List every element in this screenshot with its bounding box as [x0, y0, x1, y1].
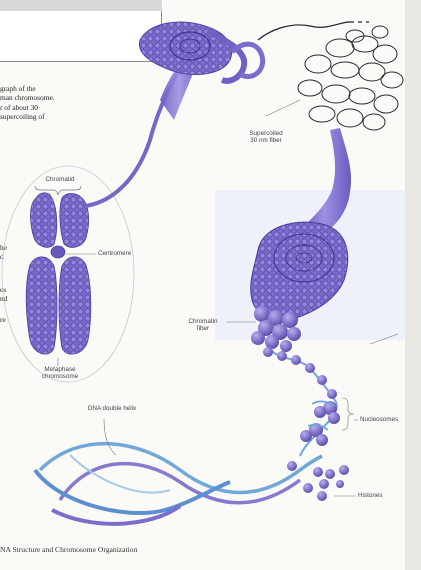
- caption-line: r of about 30: [0, 102, 38, 112]
- dna-thin-strand: [257, 21, 349, 41]
- label-supercoiled-line1: Supercoiled: [249, 130, 283, 137]
- supercoiled-30nm-fiber: [297, 25, 404, 131]
- chromatin-coil-mass: [250, 221, 349, 321]
- label-histones: Histones: [358, 492, 383, 499]
- label-dna-double-helix: DNA double helix: [87, 405, 137, 412]
- label-metaphase-line2: chromosome: [41, 373, 79, 380]
- top-coiled-fiber: [138, 21, 266, 84]
- nucleosomes-group: [300, 400, 340, 446]
- body-text-fragment: re: [0, 315, 6, 324]
- caption-line: graph of the: [0, 84, 36, 93]
- fiber-funnel-top: [160, 60, 198, 120]
- leader-lines: [57, 99, 399, 497]
- label-chromatid: Chromatid: [45, 176, 75, 183]
- page-edge-shadow: [405, 0, 421, 570]
- caption-line: supercoiling of: [0, 111, 45, 121]
- fiber-funnel-middle: [298, 128, 352, 232]
- scanned-photo-strip: [0, 0, 162, 11]
- label-supercoiled-line2: 30 nm fiber: [250, 137, 282, 144]
- figure-caption: graph of the man chromosome. r of about …: [0, 84, 112, 121]
- body-text-fragment: es: [0, 285, 7, 294]
- histones-group: [287, 461, 349, 501]
- label-chromatin-line2: fiber: [196, 325, 210, 332]
- label-chromatin-line1: Chromatin: [188, 318, 218, 325]
- label-nucleosomes: Nucleosomes: [360, 416, 399, 423]
- metaphase-outline: [1, 165, 135, 383]
- label-metaphase-line1: Metaphase: [44, 366, 76, 373]
- dna-double-helix: [33, 441, 323, 526]
- page-footer: NA Structure and Chromosome Organization: [0, 545, 138, 554]
- label-centromere: Centromere: [98, 250, 132, 257]
- body-text-fragment: d: [0, 252, 4, 261]
- caption-line: man chromosome.: [0, 93, 55, 103]
- chromatid-bracket: [34, 185, 82, 196]
- metaphase-chromosome: [25, 192, 92, 355]
- nucleosome-string: [263, 347, 338, 457]
- chromatin-fiber-cluster: [251, 306, 301, 352]
